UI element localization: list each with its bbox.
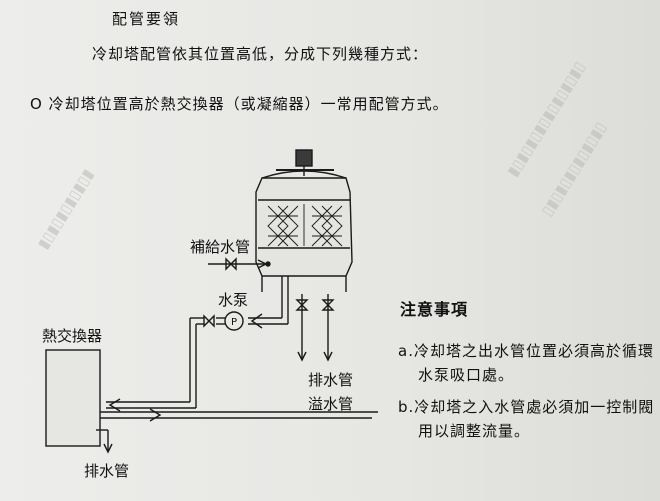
valve-icon — [295, 299, 309, 311]
fan-motor-icon — [295, 149, 313, 167]
intro-text: 冷却塔配管依其位置高低，分成下列幾種方式： — [92, 45, 429, 63]
pump-icon — [224, 311, 244, 331]
valve-icon — [321, 299, 335, 311]
pump-symbol: P — [231, 317, 237, 328]
fill-media — [267, 204, 343, 247]
case-heading: O 冷却塔位置高於熱交換器（或凝縮器）一常用配管方式。 — [30, 95, 449, 113]
notes-heading: 注意事項 — [400, 300, 469, 319]
heat-exchanger-box — [45, 349, 101, 447]
page-title: 配管要領 — [112, 10, 181, 28]
heat-exchanger-label: 熱交換器 — [42, 327, 103, 345]
pump-label: 水泵 — [218, 291, 249, 309]
makeup-water-pipe — [208, 257, 271, 271]
valve-icon — [225, 257, 237, 271]
makeup-water-label: 補給水管 — [190, 238, 251, 256]
overflow-label: 溢水管 — [308, 395, 354, 413]
bottom-drain-label: 排水管 — [84, 462, 130, 480]
return-pipe — [100, 408, 378, 422]
note-b-line2: 用以調整流量。 — [418, 422, 531, 440]
bottom-drain — [96, 429, 113, 454]
drain-label: 排水管 — [308, 371, 354, 389]
note-b-line1: b.冷却塔之入水管處必須加一控制閥 — [398, 398, 655, 416]
valve-icon — [203, 314, 215, 328]
note-a-line2: 水泵吸口處。 — [418, 366, 515, 384]
outlet-pipe — [106, 276, 289, 412]
cooling-tower — [255, 149, 353, 292]
note-a-line1: a.冷却塔之出水管位置必須高於循環 — [398, 342, 654, 360]
drain-overflow-pipes — [295, 294, 335, 362]
